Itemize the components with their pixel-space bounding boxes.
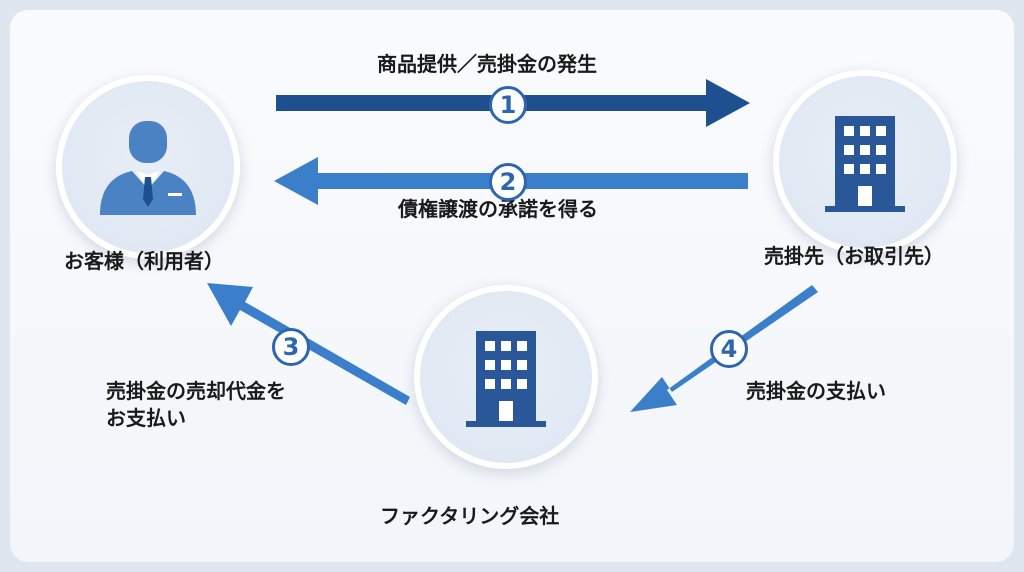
flow-3-label-line-1: 売掛金の売却代金を [106,379,286,403]
office-building-icon [825,116,905,212]
flow-3-label-line-2: お支払い [106,406,186,430]
flow-3-label: 売掛金の売却代金を お支払い [106,378,286,432]
customer-label: お客様（利用者） [64,249,224,273]
step-4-badge: 4 [710,330,748,368]
flow-2-label: 債権譲渡の承諾を得る [398,197,598,221]
flow-4-label: 売掛金の支払い [746,379,886,403]
step-2-badge: 2 [489,163,527,201]
step-3-badge: 3 [272,328,310,366]
flow-1-label: 商品提供／売掛金の発生 [377,52,597,76]
step-1-badge: 1 [489,86,527,124]
business-person-icon [100,121,196,215]
seller-node [773,70,957,254]
arrow-4-receivable-payment [630,285,818,412]
office-building-icon [466,331,546,427]
factoring-company-node [414,285,598,469]
customer-node [56,75,240,259]
factoring-company-label: ファクタリング会社 [380,504,560,528]
seller-label: 売掛先（お取引先） [764,244,944,268]
